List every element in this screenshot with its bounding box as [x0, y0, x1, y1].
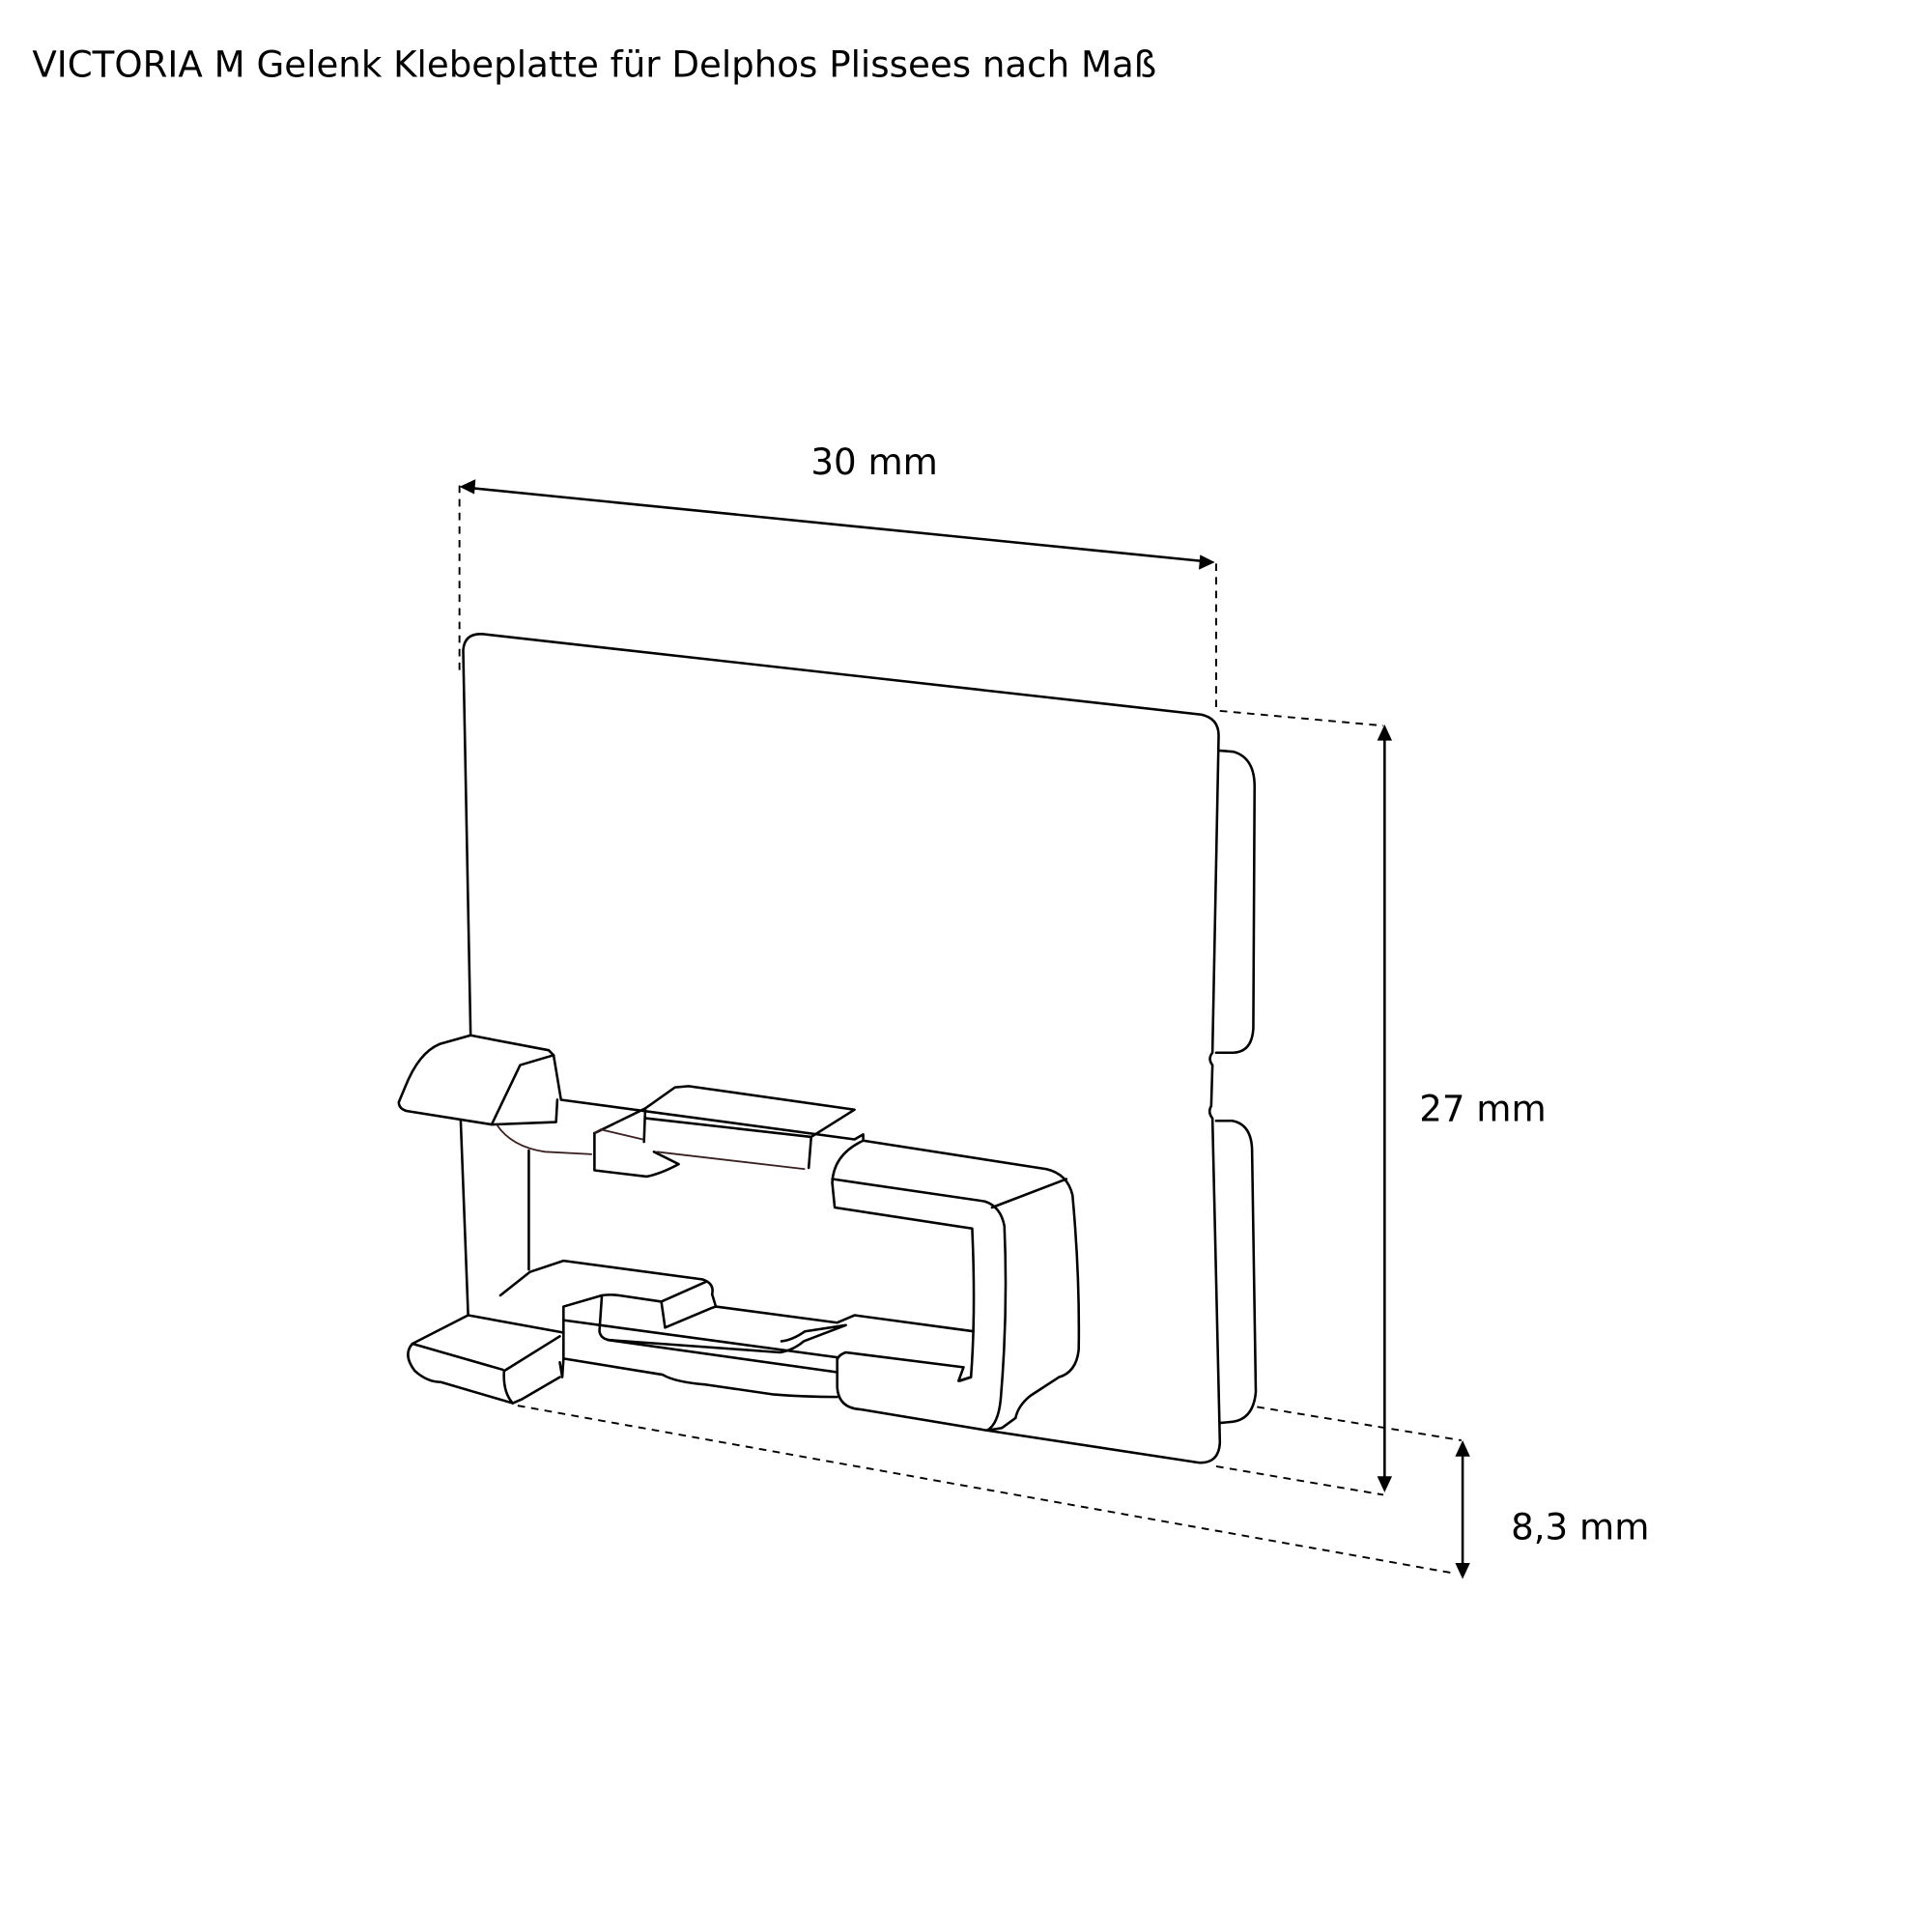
page-title: VICTORIA M Gelenk Klebeplatte für Delpho…: [32, 43, 1156, 85]
width-dimension: 30 mm: [458, 440, 1217, 709]
arrowhead-icon: [459, 479, 476, 495]
arrowhead-icon: [1455, 1440, 1470, 1457]
height-dimension: 27 mm: [1215, 709, 1547, 1496]
arrowhead-icon: [1377, 724, 1393, 741]
width-label: 30 mm: [810, 440, 937, 483]
arrowhead-icon: [1199, 554, 1215, 570]
height-label: 27 mm: [1419, 1087, 1546, 1129]
arrowhead-icon: [1455, 1562, 1470, 1579]
depth-dimension: 8,3 mm: [517, 1405, 1649, 1579]
depth-label: 8,3 mm: [1511, 1506, 1649, 1548]
arrowhead-icon: [1377, 1476, 1393, 1492]
adhesive-plate: [397, 633, 1258, 1464]
